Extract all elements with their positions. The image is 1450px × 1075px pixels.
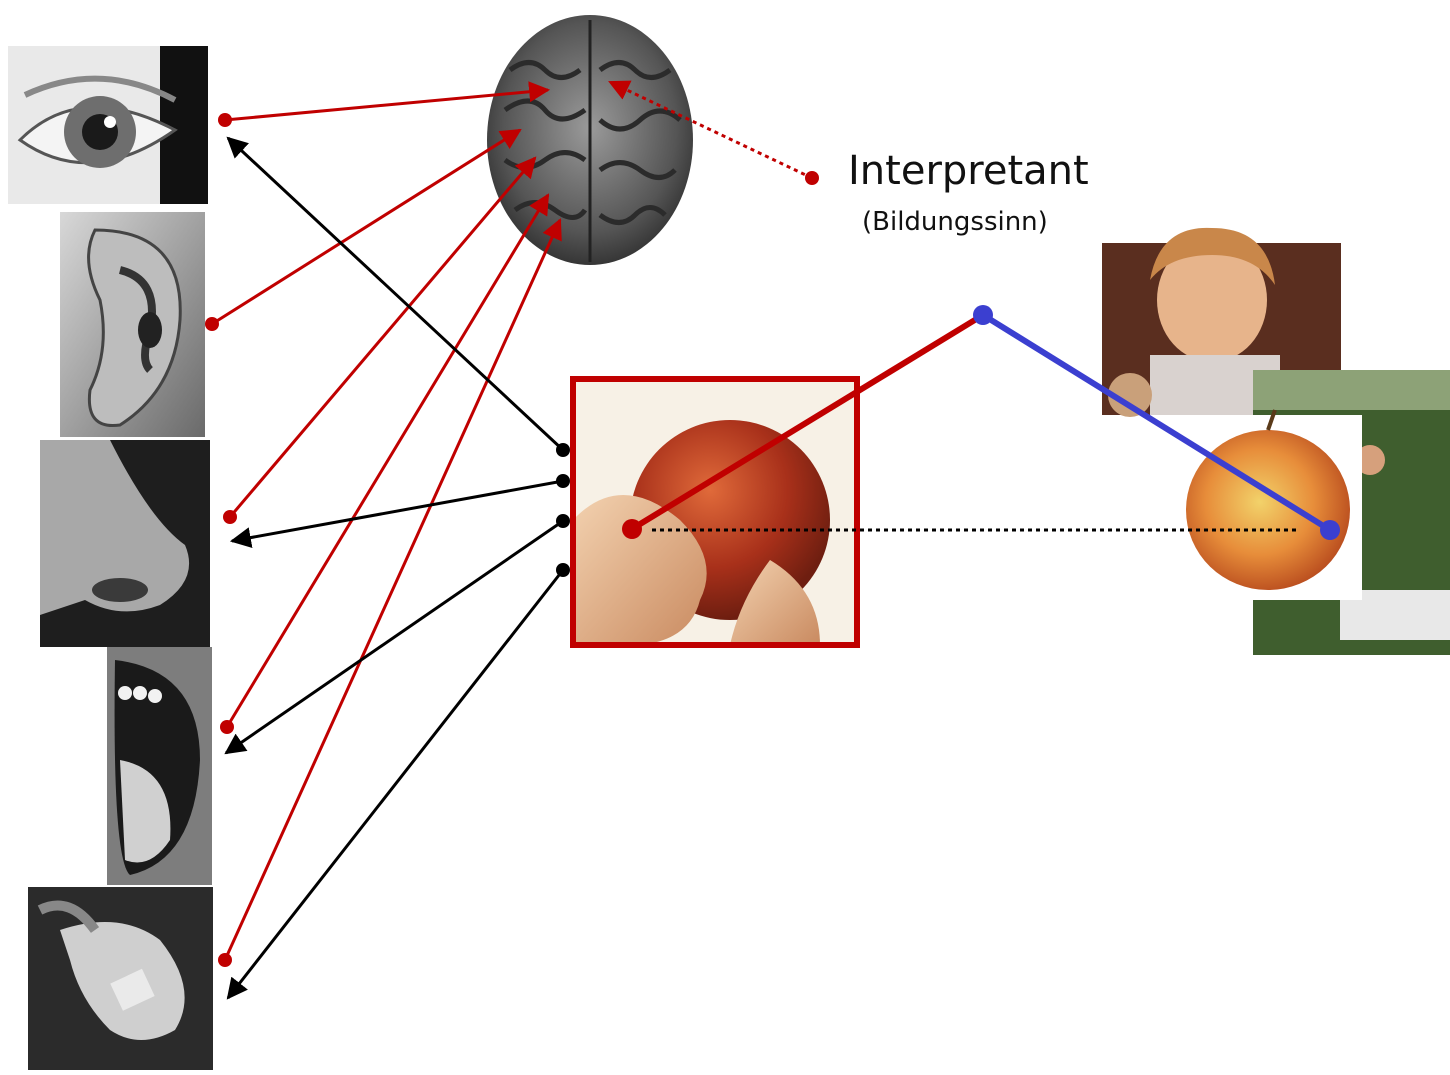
- interpretant-title: Interpretant: [848, 148, 1089, 194]
- ear-to-brain-arrow: [211, 128, 522, 326]
- sign-to-mouth-arrow: [224, 519, 564, 755]
- eye-to-brain-arrow: [224, 81, 551, 122]
- brain-image: [487, 15, 693, 265]
- ear-image: [60, 212, 205, 437]
- sign-to-eye-arrow: [226, 136, 565, 452]
- hand-image: [28, 887, 213, 1070]
- interpretant-subtitle: (Bildungssinn): [862, 207, 1048, 237]
- object-dot: [1320, 520, 1340, 540]
- interpretant-dot: [805, 171, 819, 185]
- sense-to-brain-arrows: [211, 81, 562, 961]
- mouth-image: [107, 647, 212, 885]
- sign-dot: [622, 519, 642, 539]
- nose-image: [40, 440, 210, 647]
- sign-to-hand-arrow: [226, 569, 565, 1000]
- sign-to-apex-line: [630, 312, 985, 532]
- sign-to-nose-arrow: [229, 479, 564, 548]
- apex-dot: [973, 305, 993, 325]
- nose-to-brain-arrow: [228, 156, 537, 518]
- hand-to-brain-arrow: [223, 218, 562, 961]
- apple-photo: [1170, 409, 1362, 600]
- sign-frame: [570, 376, 860, 648]
- sign-to-sense-arrows: [224, 136, 570, 1000]
- mouth-to-brain-arrow: [225, 193, 550, 728]
- sense-dots: [205, 113, 237, 967]
- eye-image: [8, 46, 208, 204]
- apex-to-object-line: [981, 312, 1332, 533]
- interpretant-to-brain-arrow: [608, 80, 813, 180]
